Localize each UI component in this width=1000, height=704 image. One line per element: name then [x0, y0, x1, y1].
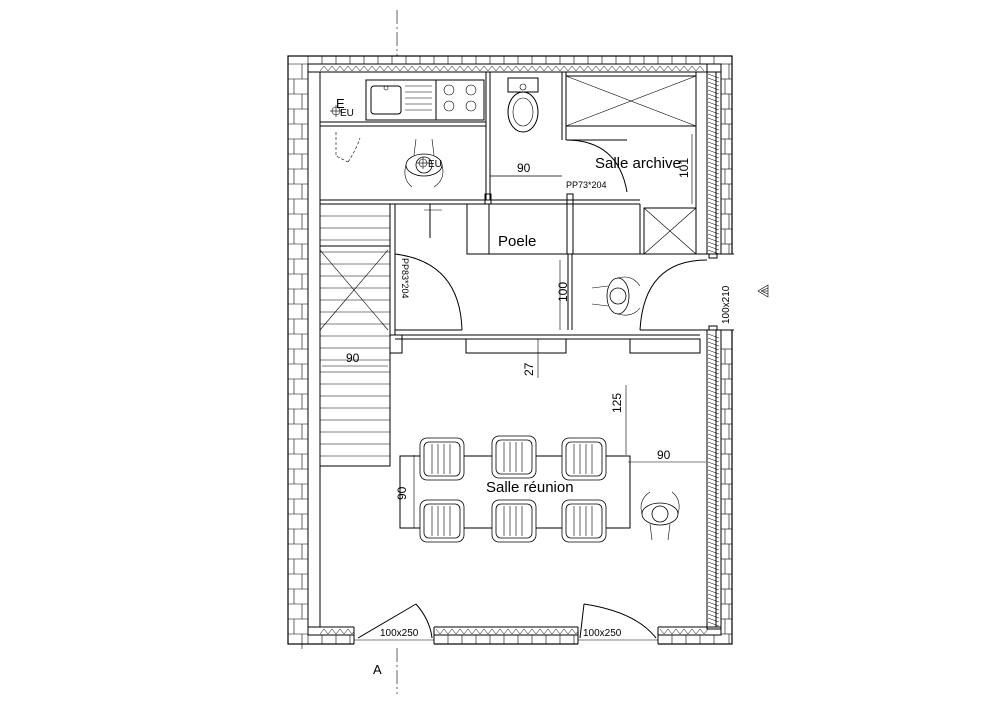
dim-wc-width: 90: [517, 161, 531, 175]
window-left-label: 100x250: [380, 628, 419, 639]
chair-icon: [491, 499, 537, 543]
dim-archive-depth: 101: [677, 158, 691, 178]
dim-hall-depth: 100: [556, 282, 570, 302]
chair-icon: [419, 437, 465, 481]
dim-table-depth: 90: [395, 486, 409, 500]
chair-icon: [561, 499, 607, 543]
people: [404, 138, 680, 541]
archive-shelving: [565, 75, 697, 255]
dim-corridor-gap: 27: [522, 362, 536, 376]
drain-point-icon: [417, 157, 429, 169]
triangle-marker-icon: [757, 284, 769, 298]
window-left-swing: [357, 603, 433, 639]
door-archive-label: PP73*204: [566, 180, 607, 190]
chair-icon: [561, 437, 607, 481]
door-stair-label: PP83*204: [400, 258, 410, 299]
person-topview-icon: [640, 491, 680, 541]
kitchen-sink: [365, 79, 437, 121]
room-label-poele: Poele: [498, 233, 536, 250]
dim-stair-width: 90: [346, 351, 360, 365]
dimension-lines: [322, 134, 706, 528]
person-topview-icon: [404, 138, 444, 188]
dim-table-clearance: 125: [610, 393, 624, 413]
drain-label: EU: [428, 159, 442, 170]
entry-opening: [706, 254, 734, 330]
outer-walls: [287, 55, 733, 645]
door-entry-label: 100x210: [721, 285, 732, 324]
door-stair: [394, 253, 463, 331]
room-label-archive: Salle archive: [595, 155, 681, 172]
toilet: [507, 77, 539, 133]
person-topview-icon: [591, 276, 641, 316]
chair-icon: [491, 435, 537, 479]
window-right-label: 100x250: [583, 628, 622, 639]
dim-aisle-right: 90: [657, 448, 671, 462]
section-marker: A: [373, 662, 382, 677]
room-label-meeting: Salle réunion: [486, 479, 574, 496]
door-archive: [565, 139, 628, 193]
staircase: [319, 203, 391, 467]
kitchen-power-label: E: [336, 96, 345, 111]
electric-point-icon: [330, 105, 342, 117]
brick-courses-right: [721, 63, 732, 644]
kitchen-water-label: EU: [340, 108, 354, 119]
cooktop: [435, 79, 485, 121]
door-entry: [639, 259, 708, 331]
window-right-swing: [579, 603, 657, 639]
brick-courses-left: [288, 56, 715, 649]
chairs: [419, 435, 607, 543]
chair-icon: [419, 499, 465, 543]
